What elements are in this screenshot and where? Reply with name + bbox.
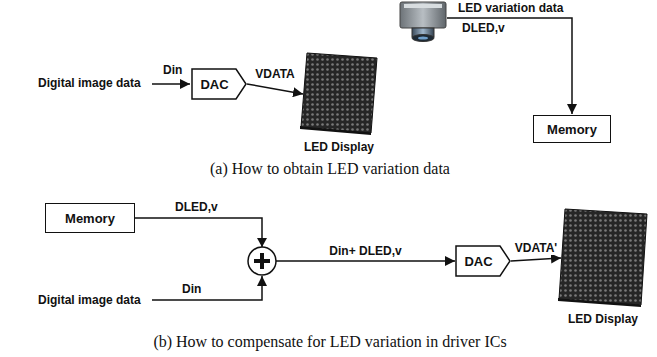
input-wire bbox=[152, 276, 262, 300]
signal-name: VDATA bbox=[254, 67, 296, 81]
dac-block: DAC bbox=[191, 68, 247, 100]
display-label: LED Display bbox=[556, 312, 650, 326]
memory-box: Memory bbox=[533, 115, 611, 143]
signal-name: DLED,v bbox=[462, 21, 505, 35]
led-panel bbox=[558, 208, 648, 308]
memory-label: Memory bbox=[547, 122, 597, 137]
sub-caption: (a) How to obtain LED variation data bbox=[210, 160, 450, 178]
signal-arrow bbox=[511, 258, 561, 261]
input-wire bbox=[152, 83, 190, 85]
signal-arrow bbox=[247, 84, 303, 94]
led-display: LED Display bbox=[298, 52, 380, 154]
signal-label: Digital image data bbox=[38, 76, 141, 90]
memory-box: Memory bbox=[45, 203, 135, 233]
led-display: LED Display bbox=[556, 208, 650, 326]
signal-arrow bbox=[135, 218, 455, 261]
variation-wire bbox=[447, 18, 572, 114]
signal-label: LED variation data bbox=[458, 1, 563, 15]
dac-label: DAC bbox=[200, 77, 228, 92]
display-label: LED Display bbox=[298, 140, 380, 154]
adder-symbol bbox=[248, 238, 276, 275]
signal-name: Din bbox=[182, 282, 201, 296]
signal-name: DLED,v bbox=[175, 200, 218, 214]
sub-caption: (b) How to compensate for LED variation … bbox=[153, 333, 506, 351]
signal-name: VDATA' bbox=[514, 241, 558, 255]
camera-icon bbox=[400, 2, 446, 42]
signal-label: Digital image data bbox=[38, 293, 141, 307]
dac-block: DAC bbox=[455, 245, 511, 277]
memory-label: Memory bbox=[65, 211, 115, 226]
signal-name: Din bbox=[163, 63, 182, 77]
led-panel bbox=[300, 52, 378, 136]
dac-label: DAC bbox=[464, 254, 492, 269]
signal-name: Din+ DLED,v bbox=[328, 244, 402, 258]
